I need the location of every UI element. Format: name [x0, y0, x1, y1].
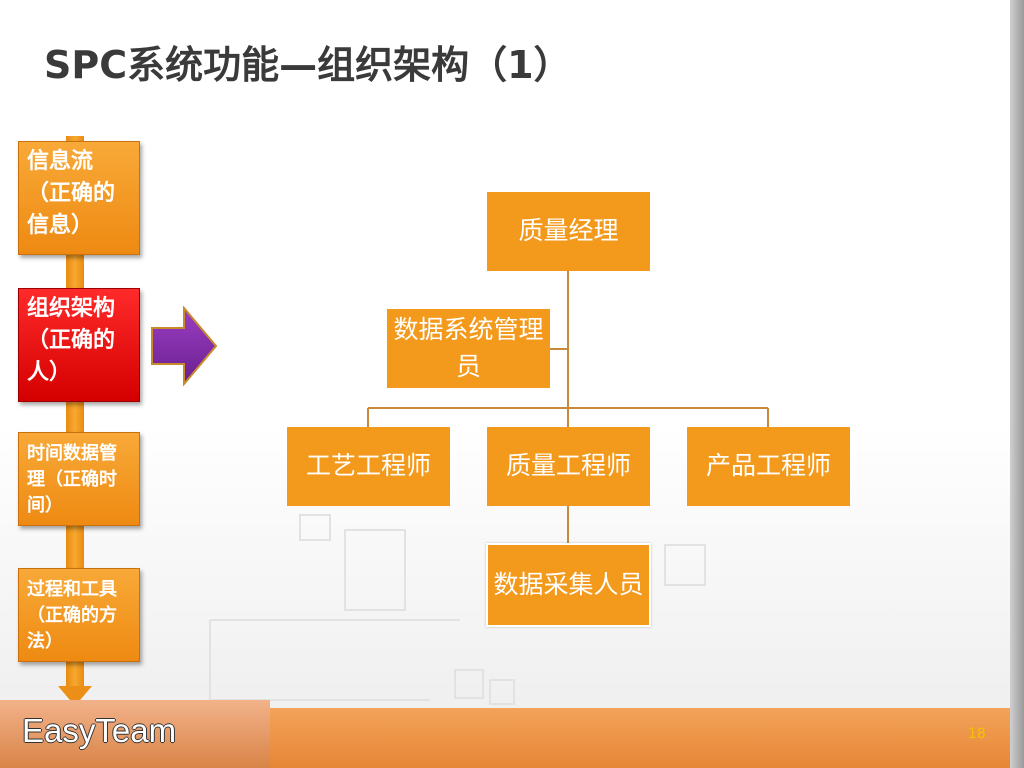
page-number: 18	[968, 726, 986, 742]
arrow-right-icon	[151, 306, 218, 386]
right-edge-bar	[1010, 0, 1024, 768]
slide-title: SPC系统功能—组织架构（1）	[44, 43, 572, 87]
sidebar-item-org-structure: 组织架构（正确的人）	[18, 288, 140, 402]
org-node-quality-engineer: 质量工程师	[487, 427, 650, 506]
sidebar-item-time-data: 时间数据管理（正确时间）	[18, 432, 140, 526]
sidebar-item-info-flow: 信息流（正确的信息）	[18, 141, 140, 255]
brand-logo: EasyTeam	[22, 712, 177, 749]
footer-logo-block	[0, 700, 270, 768]
org-node-quality-manager: 质量经理	[487, 192, 650, 271]
org-node-data-system-admin: 数据系统管理员	[387, 309, 550, 388]
sidebar-item-process-tools: 过程和工具（正确的方法）	[18, 568, 140, 662]
org-node-data-collector: 数据采集人员	[486, 543, 651, 627]
org-node-product-engineer: 产品工程师	[687, 427, 850, 506]
process-spine	[66, 136, 84, 696]
org-node-process-engineer: 工艺工程师	[287, 427, 450, 506]
